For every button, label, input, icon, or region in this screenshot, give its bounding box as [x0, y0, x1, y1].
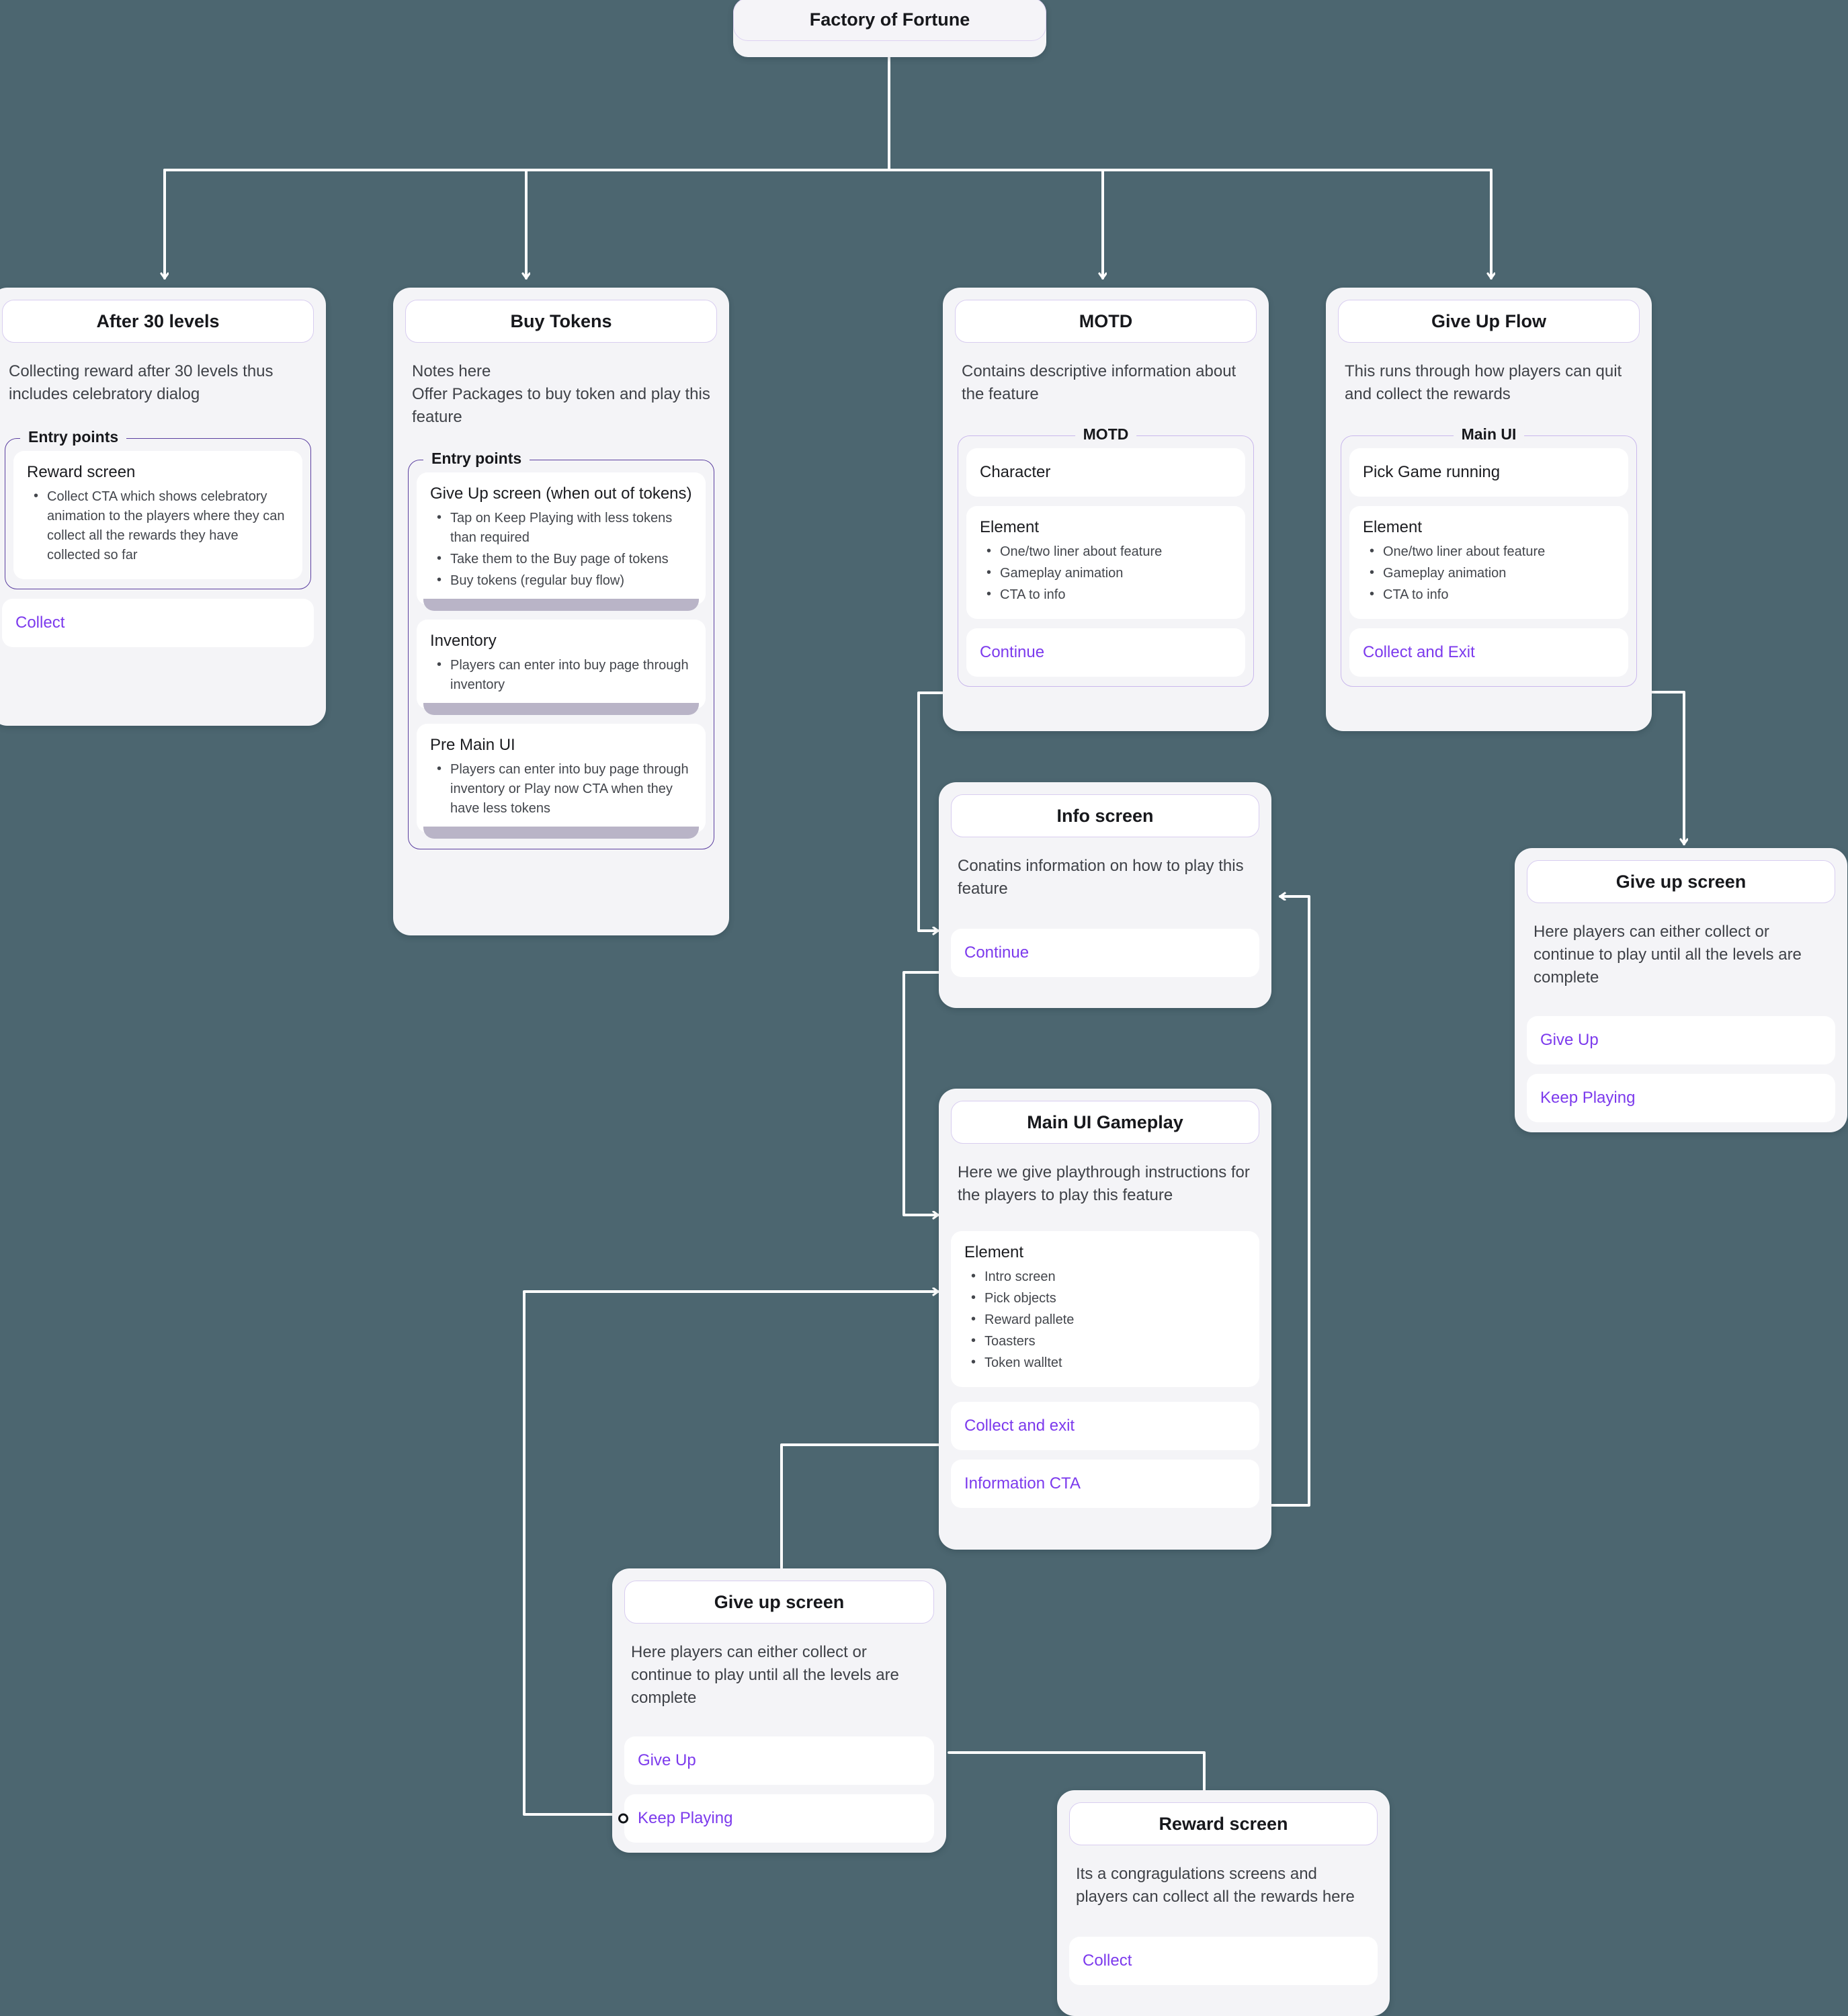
- giveuplower-title: Give up screen: [624, 1581, 934, 1624]
- motd-title: MOTD: [955, 300, 1257, 343]
- list-item: One/two liner about feature: [1363, 542, 1616, 562]
- motd-sub1-title: Character: [980, 463, 1051, 482]
- wire-mainui-info-cta-to-info: [1269, 896, 1310, 1507]
- list-item: Tap on Keep Playing with less tokens tha…: [430, 508, 694, 548]
- infoscreen-title: Info screen: [951, 794, 1259, 837]
- buytokens-sub1-bullets: Tap on Keep Playing with less tokens tha…: [430, 508, 694, 591]
- rewardscreen-collect-button[interactable]: Collect: [1069, 1937, 1378, 1986]
- buytokens-desc-line1: Notes here: [412, 362, 491, 380]
- buytokens-title: Buy Tokens: [405, 300, 717, 343]
- wire-info-to-mainui: [902, 971, 943, 1215]
- after30-collect-button[interactable]: Collect: [2, 599, 314, 648]
- after30-description: Collecting reward after 30 levels thus i…: [9, 362, 274, 404]
- list-item: Pick objects: [964, 1288, 1247, 1308]
- list-item: Collect CTA which shows celebratory anim…: [27, 487, 290, 565]
- giveupright-description: Here players can either collect or conti…: [1534, 923, 1802, 987]
- list-item: Toasters: [964, 1331, 1247, 1351]
- giveupflow-sub2-title: Element: [1363, 518, 1423, 537]
- mainui-title: Main UI Gameplay: [951, 1101, 1259, 1144]
- giveupflow-sub2-bullets: One/two liner about feature Gameplay ani…: [1363, 542, 1616, 605]
- node-give-up-flow[interactable]: Give Up Flow This runs through how playe…: [1326, 288, 1652, 731]
- node-motd[interactable]: MOTD Contains descriptive information ab…: [943, 288, 1269, 731]
- buytokens-sub1-title: Give Up screen (when out of tokens): [430, 485, 692, 503]
- motd-cta-label: Continue: [980, 643, 1045, 662]
- after30-group-legend: Entry points: [20, 428, 127, 447]
- giveuplower-keep-playing-label: Keep Playing: [638, 1809, 733, 1828]
- motd-continue-button[interactable]: Continue: [966, 628, 1245, 677]
- list-item: CTA to info: [1363, 585, 1616, 605]
- rewardscreen-description: Its a congragulations screens and player…: [1076, 1865, 1355, 1906]
- giveupflow-group-legend: Main UI: [1453, 425, 1525, 444]
- list-item: Buy tokens (regular buy flow): [430, 571, 694, 591]
- root-title: Factory of Fortune: [733, 0, 1046, 41]
- infoscreen-continue-button[interactable]: Continue: [951, 929, 1259, 978]
- after30-subcard-title: Reward screen: [27, 463, 136, 482]
- wire-mainui-to-giveuplower: [782, 1443, 940, 1591]
- giveupflow-cta-label: Collect and Exit: [1363, 643, 1475, 662]
- after30-bullet-list: Collect CTA which shows celebratory anim…: [27, 487, 290, 565]
- giveuplower-description: Here players can either collect or conti…: [631, 1643, 899, 1708]
- mainui-description: Here we give playthrough instructions fo…: [958, 1163, 1250, 1205]
- after30-entry-points-group: Entry points Reward screen Collect CTA w…: [5, 428, 311, 590]
- node-after-30-levels[interactable]: After 30 levels Collecting reward after …: [0, 288, 326, 726]
- list-item: Intro screen: [964, 1267, 1247, 1287]
- motd-description: Contains descriptive information about t…: [962, 362, 1236, 404]
- list-item: One/two liner about feature: [980, 542, 1233, 562]
- motd-sub2-bullets: One/two liner about feature Gameplay ani…: [980, 542, 1233, 605]
- buytokens-sub3-title: Pre Main UI: [430, 736, 515, 755]
- node-main-ui-gameplay[interactable]: Main UI Gameplay Here we give playthroug…: [939, 1089, 1271, 1550]
- giveupright-keep-playing-button[interactable]: Keep Playing: [1527, 1074, 1835, 1123]
- list-item: Players can enter into buy page through …: [430, 655, 694, 695]
- giveupflow-pickgame-subcard[interactable]: Pick Game running: [1349, 448, 1628, 497]
- list-item: Gameplay animation: [1363, 563, 1616, 583]
- node-reward-screen[interactable]: Reward screen Its a congragulations scre…: [1057, 1790, 1390, 2016]
- mainui-sub-title: Element: [964, 1243, 1024, 1262]
- list-item: Players can enter into buy page through …: [430, 759, 694, 818]
- giveupflow-collect-exit-button[interactable]: Collect and Exit: [1349, 628, 1628, 677]
- mainui-collect-exit-button[interactable]: Collect and exit: [951, 1402, 1259, 1451]
- buytokens-group-legend: Entry points: [423, 450, 530, 468]
- giveupright-give-up-button[interactable]: Give Up: [1527, 1016, 1835, 1065]
- node-give-up-screen-right[interactable]: Give up screen Here players can either c…: [1515, 848, 1847, 1132]
- giveupflow-title: Give Up Flow: [1338, 300, 1640, 343]
- node-factory-of-fortune[interactable]: Factory of Fortune: [733, 0, 1046, 57]
- buytokens-desc-line2: Offer Packages to buy token and play thi…: [412, 385, 710, 427]
- buytokens-description: Notes here Offer Packages to buy token a…: [405, 343, 717, 429]
- node-give-up-screen-lower[interactable]: Give up screen Here players can either c…: [612, 1568, 946, 1853]
- giveupflow-sub1-title: Pick Game running: [1363, 463, 1501, 482]
- motd-sub2-title: Element: [980, 518, 1040, 537]
- buytokens-sub3-bullets: Players can enter into buy page through …: [430, 759, 694, 818]
- after30-title: After 30 levels: [2, 300, 314, 343]
- after30-reward-screen-subcard[interactable]: Reward screen Collect CTA which shows ce…: [13, 451, 302, 580]
- giveuplower-give-up-button[interactable]: Give Up: [624, 1736, 934, 1786]
- list-item: Reward pallete: [964, 1310, 1247, 1330]
- node-buy-tokens[interactable]: Buy Tokens Notes here Offer Packages to …: [393, 288, 729, 935]
- mainui-element-subcard[interactable]: Element Intro screen Pick objects Reward…: [951, 1231, 1259, 1388]
- motd-character-subcard[interactable]: Character: [966, 448, 1245, 497]
- list-item: CTA to info: [980, 585, 1233, 605]
- giveupflow-description: This runs through how players can quit a…: [1345, 362, 1622, 404]
- mainui-bullets: Intro screen Pick objects Reward pallete…: [964, 1267, 1247, 1373]
- buytokens-sub2-title: Inventory: [430, 632, 497, 650]
- rewardscreen-title: Reward screen: [1069, 1802, 1378, 1845]
- motd-element-subcard[interactable]: Element One/two liner about feature Game…: [966, 506, 1245, 620]
- connector-dot-icon: [618, 1813, 628, 1824]
- mainui-information-cta-button[interactable]: Information CTA: [951, 1460, 1259, 1509]
- list-item: Token walltet: [964, 1353, 1247, 1373]
- giveuplower-keep-playing-button[interactable]: Keep Playing: [618, 1794, 934, 1843]
- list-item: Gameplay animation: [980, 563, 1233, 583]
- motd-group-legend: MOTD: [1075, 425, 1137, 444]
- giveupright-title: Give up screen: [1527, 860, 1835, 903]
- buytokens-premainui-subcard[interactable]: Pre Main UI Players can enter into buy p…: [417, 724, 706, 839]
- buytokens-giveup-subcard[interactable]: Give Up screen (when out of tokens) Tap …: [417, 472, 706, 612]
- node-info-screen[interactable]: Info screen Conatins information on how …: [939, 782, 1271, 1008]
- infoscreen-description: Conatins information on how to play this…: [958, 857, 1244, 898]
- giveupflow-group: Main UI Pick Game running Element One/tw…: [1341, 425, 1637, 687]
- motd-group: MOTD Character Element One/two liner abo…: [958, 425, 1254, 687]
- buytokens-entry-points-group: Entry points Give Up screen (when out of…: [408, 450, 714, 850]
- buytokens-inventory-subcard[interactable]: Inventory Players can enter into buy pag…: [417, 620, 706, 716]
- buytokens-sub2-bullets: Players can enter into buy page through …: [430, 655, 694, 695]
- giveupflow-element-subcard[interactable]: Element One/two liner about feature Game…: [1349, 506, 1628, 620]
- list-item: Take them to the Buy page of tokens: [430, 549, 694, 569]
